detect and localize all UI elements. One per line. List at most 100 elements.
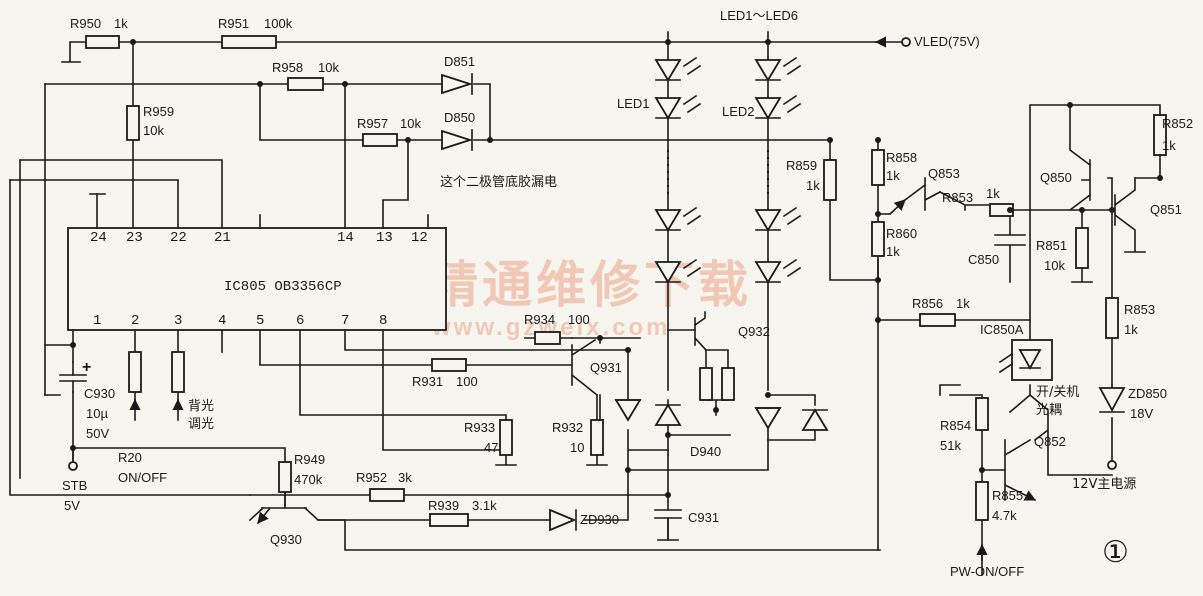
resistor-r951 xyxy=(221,35,277,49)
label-r852-value: 1k xyxy=(1162,138,1176,153)
label-pw: PW-ON/OFF xyxy=(950,564,1024,579)
watermark-cn: 精通维修下载 xyxy=(428,256,752,314)
label-q850: Q850 xyxy=(1040,170,1072,185)
led-string-2 xyxy=(754,56,802,284)
label-stb: STB xyxy=(62,478,87,493)
resistor-r851 xyxy=(1075,227,1089,269)
label-r949-value: 470k xyxy=(294,472,323,487)
label-led2: LED2 xyxy=(722,104,755,119)
label-backlight-1: 背光 xyxy=(188,399,214,414)
zener-zd850 xyxy=(1098,387,1126,470)
label-r20: R20 xyxy=(118,450,142,465)
label-r933-value: 47 xyxy=(484,440,498,455)
label-r851-value: 10k xyxy=(1044,258,1065,273)
stb-terminal xyxy=(68,461,78,471)
figure-number: ① xyxy=(1102,536,1129,569)
label-r934: R934 xyxy=(524,312,555,327)
label-r851: R851 xyxy=(1036,238,1067,253)
resistor-r856 xyxy=(919,313,956,327)
pin-22: 22 xyxy=(170,230,187,246)
pin-12: 12 xyxy=(411,230,428,246)
label-r854-value: 51k xyxy=(940,438,961,453)
label-r959: R959 xyxy=(143,104,174,119)
label-r951: R951 xyxy=(218,16,249,31)
resistor-r933 xyxy=(499,419,513,456)
resistor-r950 xyxy=(85,35,120,49)
label-q932: Q932 xyxy=(738,324,770,339)
label-r859-value: 1k xyxy=(806,178,820,193)
resistor-r959 xyxy=(126,105,140,141)
label-zd930: ZD930 xyxy=(580,512,619,527)
label-oc2: 光耦 xyxy=(1036,403,1062,418)
label-r959-value: 10k xyxy=(143,123,164,138)
label-main12: 12V主电源 xyxy=(1072,477,1136,492)
resistor-r854 xyxy=(975,397,989,431)
label-d940: D940 xyxy=(690,444,721,459)
resistor-r931 xyxy=(431,358,467,372)
pin-6: 6 xyxy=(296,313,304,329)
label-q851: Q851 xyxy=(1150,202,1182,217)
label-vled: VLED(75V) xyxy=(914,34,980,49)
label-r858: R858 xyxy=(886,150,917,165)
label-stb-voltage: 5V xyxy=(64,498,80,513)
label-r958-value: 10k xyxy=(318,60,339,75)
label-zd850-value: 18V xyxy=(1130,406,1153,421)
ic805-label: IC805 OB3356CP xyxy=(224,279,342,295)
label-onoff: ON/OFF xyxy=(118,470,167,485)
zener-zd930 xyxy=(549,508,577,532)
clamp-diodes xyxy=(614,399,829,431)
resistor-r958 xyxy=(287,77,324,91)
label-q931: Q931 xyxy=(590,360,622,375)
pin-21: 21 xyxy=(214,230,231,246)
capacitor-c931 xyxy=(654,509,682,519)
resistor-pin2 xyxy=(128,351,142,393)
label-led-range: LED1～LED6 xyxy=(720,8,798,23)
label-r931: R931 xyxy=(412,374,443,389)
label-backlight-2: 调光 xyxy=(188,417,214,432)
capacitors xyxy=(59,361,682,541)
resistor-r949 xyxy=(278,461,292,493)
resistor-r934 xyxy=(534,331,561,345)
label-r860-value: 1k xyxy=(886,244,900,259)
transistors xyxy=(258,159,1091,523)
label-r854: R854 xyxy=(940,418,971,433)
label-r853a: R853 xyxy=(942,190,973,205)
label-c930-voltage: 50V xyxy=(86,426,109,441)
ic805: IC805 OB3356CP 24 23 22 21 14 13 12 1 2 … xyxy=(67,214,447,331)
pin-8: 8 xyxy=(379,313,387,329)
resistor-r853b xyxy=(1105,297,1119,339)
label-r950-value: 1k xyxy=(114,16,128,31)
pin-2: 2 xyxy=(131,313,139,329)
label-r858-value: 1k xyxy=(886,168,900,183)
label-zd850: ZD850 xyxy=(1128,386,1167,401)
label-r855: R855 xyxy=(992,488,1023,503)
resistor-r957 xyxy=(362,133,398,147)
transistor-q932 xyxy=(693,311,708,352)
transistor-q931 xyxy=(570,338,599,397)
pin-14: 14 xyxy=(337,230,354,246)
label-q930: Q930 xyxy=(270,532,302,547)
diode-d850 xyxy=(441,129,473,151)
pin-13: 13 xyxy=(376,230,393,246)
label-r939-value: 3.1k xyxy=(472,498,497,513)
resistor-r860 xyxy=(871,221,885,257)
label-r957: R957 xyxy=(357,116,388,131)
resistor-r858 xyxy=(871,149,885,186)
label-oc1: 开/关机 xyxy=(1036,385,1079,400)
diodes xyxy=(441,73,473,151)
pin-5: 5 xyxy=(256,313,264,329)
resistors xyxy=(85,35,1167,527)
label-r853b: R853 xyxy=(1124,302,1155,317)
pin-3: 3 xyxy=(174,313,182,329)
label-q853: Q853 xyxy=(928,166,960,181)
label-r951-value: 100k xyxy=(264,16,293,31)
label-c931: C931 xyxy=(688,510,719,525)
label-r855-value: 4.7k xyxy=(992,508,1017,523)
resistor-r932 xyxy=(590,419,604,456)
pin-23: 23 xyxy=(126,230,143,246)
labels: R950 1k R951 100k R958 10k R959 10k R957… xyxy=(62,8,1193,579)
label-ic850a: IC850A xyxy=(980,322,1024,337)
resistor-q932a xyxy=(699,367,713,401)
resistor-pin3 xyxy=(171,351,185,393)
